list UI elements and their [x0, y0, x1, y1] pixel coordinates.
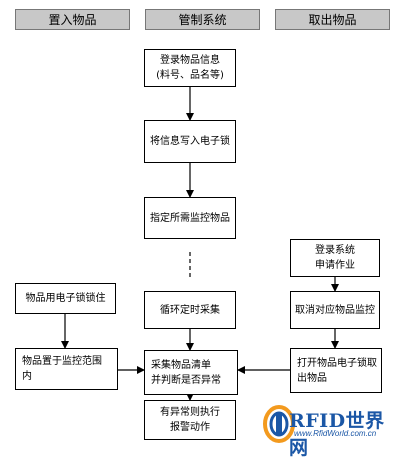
node-write-lock-label: 将信息写入电子锁	[150, 136, 230, 147]
node-open-lock: 打开物品电子锁取 出物品	[290, 348, 382, 393]
node-cancel-monitor-label: 取消对应物品监控	[295, 304, 375, 316]
node-loop-timer: 循环定时采集	[144, 291, 236, 329]
node-collect-list: 采集物品清单 并判断是否异常	[144, 350, 238, 395]
node-lock-item-label: 物品用电子锁锁住	[25, 293, 106, 304]
column-header-place-item: 置入物品	[15, 9, 130, 30]
column-header-take-item: 取出物品	[275, 9, 390, 30]
node-register-item-label: 登录物品信息 (料号、品名等)	[156, 55, 224, 81]
node-alarm-label: 有异常则执行 报警动作	[160, 407, 220, 433]
node-register-item: 登录物品信息 (料号、品名等)	[144, 49, 236, 87]
node-login-apply: 登录系统 申请作业	[290, 239, 380, 277]
rfidworld-logo: RFID世界网 www.RfidWorld.com.cn	[262, 404, 392, 459]
node-loop-timer-label: 循环定时采集	[160, 304, 220, 316]
logo-url-text: www.RfidWorld.com.cn	[294, 429, 377, 438]
node-alarm: 有异常则执行 报警动作	[144, 400, 236, 440]
node-place-item: 物品置于监控范围 内	[15, 348, 118, 390]
node-login-apply-label: 登录系统 申请作业	[315, 245, 355, 271]
node-write-lock: 将信息写入电子锁	[144, 120, 236, 163]
node-lock-item: 物品用电子锁锁住	[15, 283, 116, 314]
node-cancel-monitor: 取消对应物品监控	[290, 291, 380, 329]
node-collect-list-label: 采集物品清单 并判断是否异常	[151, 359, 221, 386]
node-open-lock-label: 打开物品电子锁取 出物品	[297, 357, 377, 384]
rfid-swoosh-icon	[263, 405, 295, 443]
node-place-item-label: 物品置于监控范围 内	[22, 356, 102, 382]
column-header-control-system: 管制系统	[145, 9, 260, 30]
node-designate-items: 指定所需监控物品	[144, 197, 236, 239]
node-designate-items-label: 指定所需监控物品	[150, 212, 230, 224]
connector-layer	[61, 87, 339, 401]
